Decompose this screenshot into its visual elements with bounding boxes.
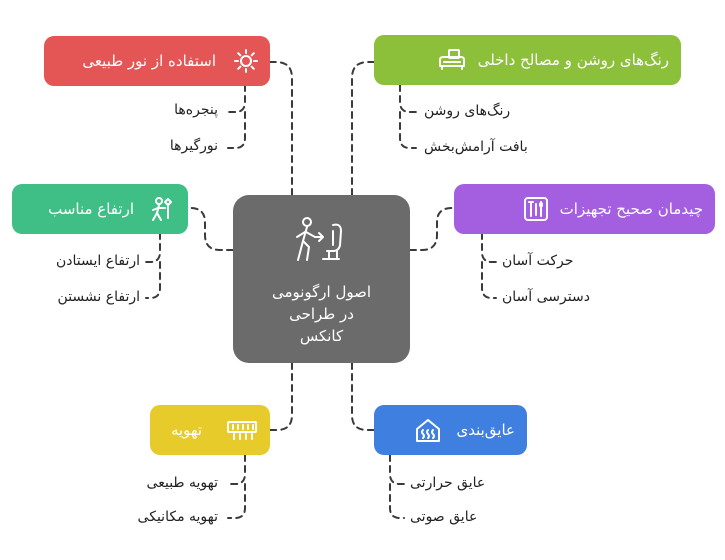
central-topic-title: اصول ارگونومی در طراحی کانکس: [247, 281, 397, 347]
category-ventilation: تهویه: [150, 405, 270, 455]
subitem-natural-ventilation: تهویه طبیعی: [146, 475, 218, 491]
category-height: ارتفاع مناسب: [12, 184, 188, 234]
category-label: استفاده از نور طبیعی: [82, 52, 216, 70]
central-title-line-2: در طراحی: [289, 305, 354, 323]
subitem-light-colors: رنگ‌های روشن: [424, 103, 511, 119]
category-label: رنگ‌های روشن و مصالح داخلی: [477, 51, 669, 69]
subitem-standing-height: ارتفاع ایستادن: [56, 253, 140, 269]
sun-icon: [232, 47, 260, 75]
category-colors-materials: رنگ‌های روشن و مصالح داخلی: [374, 35, 681, 85]
ergonomic-person-chair-icon: [289, 217, 355, 267]
category-label: چیدمان صحیح تجهیزات: [559, 200, 703, 218]
subitem-thermal-insulation: عایق حرارتی: [410, 475, 486, 491]
insulation-icon: [414, 416, 442, 444]
category-label: تهویه: [170, 421, 202, 439]
category-insulation: عایق‌بندی: [374, 405, 527, 455]
subitem-mechanical-ventilation: تهویه مکانیکی: [137, 509, 218, 525]
tools-icon: [522, 195, 550, 223]
category-label: ارتفاع مناسب: [48, 200, 134, 218]
category-natural-light: استفاده از نور طبیعی: [44, 36, 270, 86]
air-vent-icon: [226, 416, 258, 444]
category-equipment-layout: چیدمان صحیح تجهیزات: [454, 184, 715, 234]
subitem-skylights: نورگیرها: [169, 138, 218, 154]
subitem-windows: پنجره‌ها: [174, 102, 218, 118]
central-title-line-1: اصول ارگونومی: [271, 283, 372, 301]
category-label: عایق‌بندی: [456, 421, 515, 439]
central-topic-node: اصول ارگونومی در طراحی کانکس: [233, 195, 410, 363]
subitem-calming-texture: بافت آرامش‌بخش: [424, 139, 528, 155]
central-title-line-3: کانکس: [299, 327, 344, 345]
subitem-sitting-height: ارتفاع نشستن: [57, 289, 140, 305]
person-height-icon: [148, 195, 176, 223]
sofa-icon: [436, 46, 468, 74]
subitem-easy-movement: حرکت آسان: [502, 253, 574, 269]
subitem-easy-access: دسترسی آسان: [502, 289, 590, 305]
subitem-acoustic-insulation: عایق صوتی: [410, 509, 478, 525]
